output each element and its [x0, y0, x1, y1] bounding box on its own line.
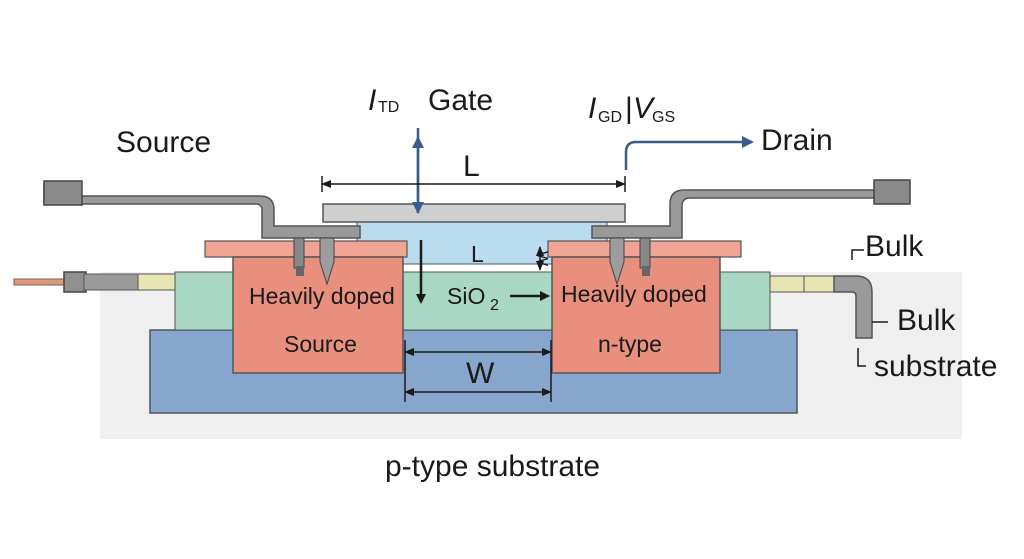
source-region-label-1: Heavily doped: [249, 283, 395, 309]
drain-label: Drain: [761, 124, 833, 157]
drain-contact: [591, 179, 911, 286]
i-gd-label: I: [588, 92, 596, 125]
gate-length-label: L: [463, 150, 480, 183]
source-region: [232, 256, 404, 374]
i-gd-subscript: GD: [598, 109, 622, 126]
v-gs-subscript: GS: [652, 109, 675, 126]
p-type-substrate-label: p-type substrate: [385, 450, 600, 483]
source-contact: [43, 180, 361, 286]
gate-label: Gate: [428, 84, 493, 117]
oxide-label: SiO: [447, 283, 485, 309]
drain-region: [551, 256, 721, 374]
v-gs-label: V: [633, 92, 656, 125]
right-bulk-terminal: [769, 275, 873, 339]
drain-region-label-1: Heavily doped: [561, 281, 707, 307]
oxide-subscript: 2: [490, 297, 499, 314]
drain-region-label-2: n-type: [598, 331, 662, 357]
separator-label: |: [625, 92, 633, 125]
bulk-substrate-label-1: Bulk: [897, 304, 956, 337]
left-bulk-terminal: [13, 271, 176, 293]
source-region-top: [204, 240, 408, 258]
drain-arrow: [624, 136, 754, 170]
bulk-leader: [851, 249, 864, 260]
source-region-label-2: Source: [284, 331, 357, 357]
substrate-leader: [857, 348, 866, 367]
small-width-label: W: [533, 251, 550, 267]
source-label: Source: [116, 126, 211, 159]
bottom-width-label: W: [466, 357, 495, 390]
channel-length-label: L: [471, 241, 484, 267]
bulk-label: Bulk: [865, 230, 924, 263]
i-td-label: I: [368, 84, 376, 117]
gate-plate: [322, 203, 626, 223]
bulk-substrate-label-2: substrate: [874, 350, 997, 383]
i-td-subscript: TD: [378, 99, 399, 116]
